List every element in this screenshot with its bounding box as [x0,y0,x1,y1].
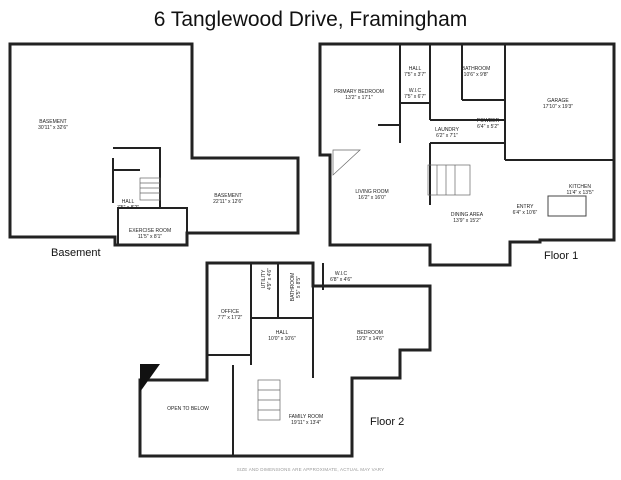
room-name: DINING AREA [451,212,484,218]
room-dimensions: 19'11" x 13'4" [291,420,321,426]
room-dimensions: 5'5" x 8'5" [296,276,302,298]
room-name: EXERCISE ROOM [129,228,171,234]
room-dimensions: 7'7" x 17'2" [218,315,243,321]
room-name: HALL [122,199,135,205]
exercise-room-walls [117,207,188,246]
room-name: BASEMENT [214,193,242,199]
room-dimensions: 13'2" x 17'1" [345,95,373,101]
room-name: LAUNDRY [435,127,459,133]
room-name: W.I.C [335,271,348,277]
room-dimensions: 6'4" x 10'6" [513,210,538,216]
room-name: UTILITY [261,269,267,288]
room-name: POWDER [477,118,500,124]
basement-outline [8,42,300,247]
room-name: BATHROOM [462,66,491,72]
room-dimensions: 19'3" x 14'6" [356,336,384,342]
room-name: OFFICE [221,309,240,315]
page-title: 6 Tanglewood Drive, Framingham [153,8,468,31]
stair-treads [139,149,471,421]
room-name: GARAGE [547,98,569,104]
room-name: OPEN TO BELOW [167,406,209,412]
floor2-label: Floor 2 [370,416,405,428]
room-dimensions: 16'2" x 16'0" [358,195,386,201]
room-dimensions: 11'4" x 13'5" [566,190,593,196]
room-label-w-i-c: W.I.C6'8" x 4'6" [330,271,352,283]
room-dimensions: 22'11" x 12'6" [213,199,243,205]
room-dimensions: 6'8" x 4'6" [330,277,352,283]
room-dimensions: 7'5" x 8'2" [117,205,139,211]
floor2-interior-walls [207,263,324,456]
room-name: BATHROOM [290,273,296,302]
floor1-interior-walls [378,44,614,205]
room-dimensions: 11'5" x 8'1" [138,234,162,240]
room-dimensions: 4'9" x 4'6" [267,268,273,290]
room-dimensions: 30'11" x 32'6" [38,125,68,131]
room-dimensions: 6'4" x 5'2" [477,124,499,130]
room-name: PRIMARY BEDROOM [334,89,384,95]
room-name: BASEMENT [39,119,67,125]
open-to-below-marker [140,364,160,392]
room-name: BEDROOM [357,330,383,336]
room-name: HALL [409,66,422,72]
room-label-w-i-c: W.I.C7'5" x 6'7" [404,88,426,100]
room-dimensions: 13'9" x 15'2" [453,218,481,224]
room-name: W.I.C [409,88,422,94]
floor1-outline [318,42,616,267]
room-dimensions: 7'5" x 6'7" [404,94,426,100]
floor1-label: Floor 1 [544,250,579,262]
room-dimensions: 7'5" x 3'7" [404,72,426,78]
room-label-open-to-below: OPEN TO BELOW [167,406,209,412]
room-name: ENTRY [517,204,535,210]
room-name: FAMILY ROOM [289,414,323,420]
kitchen-island [547,195,587,217]
room-name: HALL [276,330,289,336]
disclaimer: SIZE AND DIMENSIONS ARE APPROXIMATE, ACT… [236,467,385,472]
room-dimensions: 17'10" x 19'3" [543,104,573,110]
room-name: LIVING ROOM [355,189,388,195]
basement-label: Basement [51,247,101,259]
room-name: KITCHEN [569,184,591,190]
room-dimensions: 10'6" x 9'8" [464,72,489,78]
room-dimensions: 10'0" x 10'6" [268,336,296,342]
room-dimensions: 6'2" x 7'1" [436,133,458,139]
